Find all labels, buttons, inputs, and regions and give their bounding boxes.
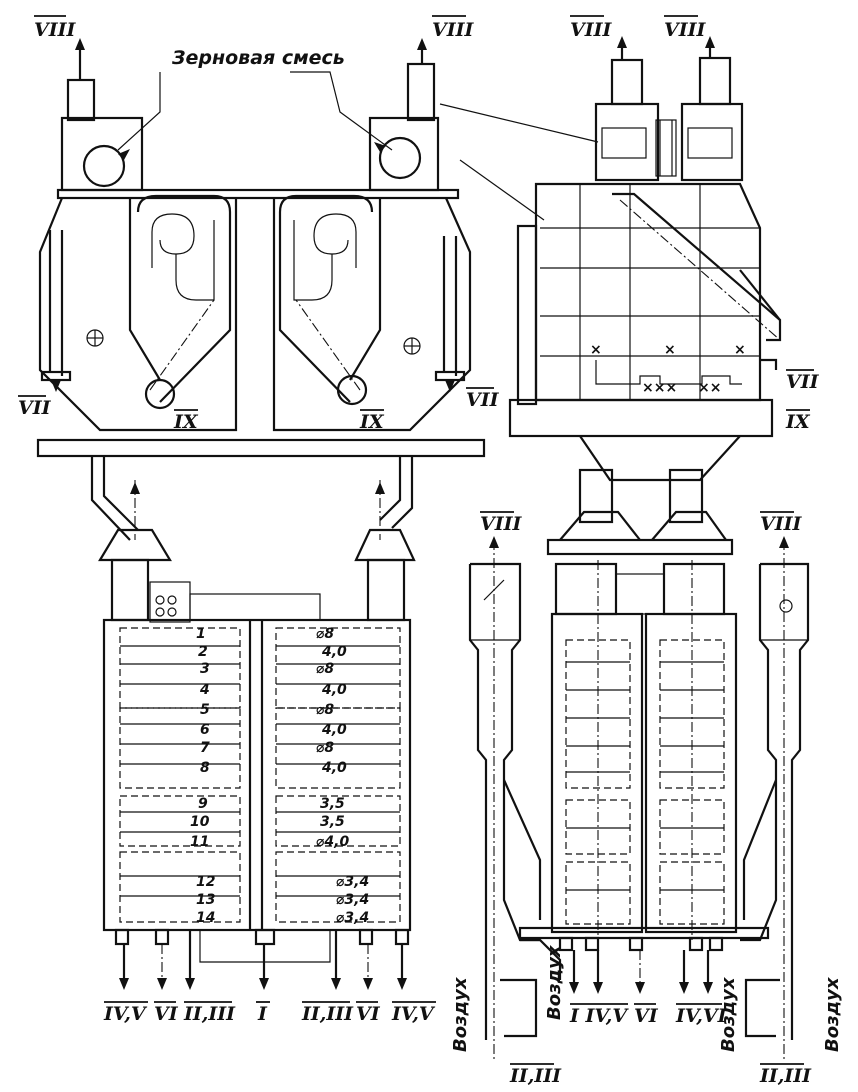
left-sieve-body: 1 2 3 4 5 6 7 8 9 10 11 12 13 14 ⌀8 4,0 … (102, 618, 436, 1025)
sieve-number: 11 (190, 834, 209, 850)
sieve-number: 5 (200, 702, 210, 718)
label-ii-iii-left: II,III (183, 1003, 236, 1025)
label-i: I (257, 1003, 268, 1025)
label-ii-iii-col-left: II,III (509, 1065, 562, 1087)
sieve-number: 12 (196, 874, 215, 890)
label-vii-right: VII (466, 389, 500, 411)
sieve-size: ⌀3,4 (336, 892, 369, 908)
top-left-aspirator: Зерновая смесь VIII VIII (18, 15, 500, 623)
label-vi-right: VI (356, 1003, 381, 1025)
air-label-right: Воздух (718, 976, 739, 1052)
label-ix-right: IX (359, 411, 385, 433)
sieve-size: ⌀4,0 (316, 834, 349, 850)
label-viii-top-1: VIII (570, 19, 613, 41)
top-right-aspirator: VIII VIII × × × (439, 15, 820, 556)
grain-mixture-label: Зерновая смесь (171, 47, 345, 69)
bottom-right-side-view: VIII Воздух Воздух II,III VIII Воздух Во… (450, 511, 843, 1087)
label-vi-left: VI (154, 1003, 179, 1025)
sieve-number: 14 (196, 910, 215, 926)
sieve-size: ⌀8 (316, 702, 334, 718)
svg-text:××: ×× (698, 380, 721, 396)
sieve-number: 4 (199, 682, 210, 698)
sieve-size: ⌀3,4 (336, 910, 369, 926)
sieve-size: 4,0 (321, 722, 347, 738)
sieve-number: 10 (190, 814, 210, 830)
label-viii-col-left: VIII (480, 513, 523, 535)
sieve-size: ⌀8 (316, 740, 334, 756)
label-viii-top-2: VIII (664, 19, 707, 41)
svg-text:×: × (590, 342, 602, 358)
label-iv-v-left: IV,V (103, 1003, 148, 1025)
sieve-size: 3,5 (320, 814, 345, 830)
air-label-right-2: Воздух (822, 976, 843, 1052)
label-ii-iii-col-right: II,III (759, 1065, 812, 1087)
sieve-size: ⌀3,4 (336, 874, 369, 890)
sieve-size: 4,0 (321, 760, 347, 776)
svg-text:×××: ××× (642, 380, 677, 396)
sieve-number: 8 (200, 760, 210, 776)
air-label-left-2: Воздух (544, 944, 565, 1020)
label-vi-side: VI (634, 1005, 659, 1027)
label-iv-v-right: IV,V (391, 1003, 436, 1025)
label-viii-right: VIII (432, 19, 475, 41)
sieve-number: 1 (196, 626, 206, 642)
sieve-number: 7 (200, 740, 210, 756)
label-ix-left: IX (173, 411, 199, 433)
sieve-number: 2 (198, 644, 208, 660)
sieve-size: 4,0 (321, 644, 347, 660)
svg-text:×: × (734, 342, 746, 358)
sieve-number: 9 (198, 796, 208, 812)
sieve-size: ⌀8 (316, 626, 334, 642)
label-iv-vi: IV,VI (675, 1005, 728, 1027)
label-ix-side: IX (785, 411, 811, 433)
label-i-iv-v: I IV,V (569, 1005, 629, 1027)
label-vii-side: VII (786, 371, 820, 393)
label-viii-col-right: VIII (760, 513, 803, 535)
sieve-number: 6 (200, 722, 210, 738)
sieve-number: 3 (200, 661, 210, 677)
sieve-number: 13 (196, 892, 215, 908)
air-label-left: Воздух (450, 976, 471, 1052)
label-vii-left: VII (18, 397, 52, 419)
label-ii-iii-right: II,III (301, 1003, 354, 1025)
label-viii-left: VIII (34, 19, 77, 41)
sieve-size: 3,5 (320, 796, 345, 812)
sieve-size: ⌀8 (316, 661, 334, 677)
svg-text:×: × (664, 342, 676, 358)
sieve-size: 4,0 (321, 682, 347, 698)
